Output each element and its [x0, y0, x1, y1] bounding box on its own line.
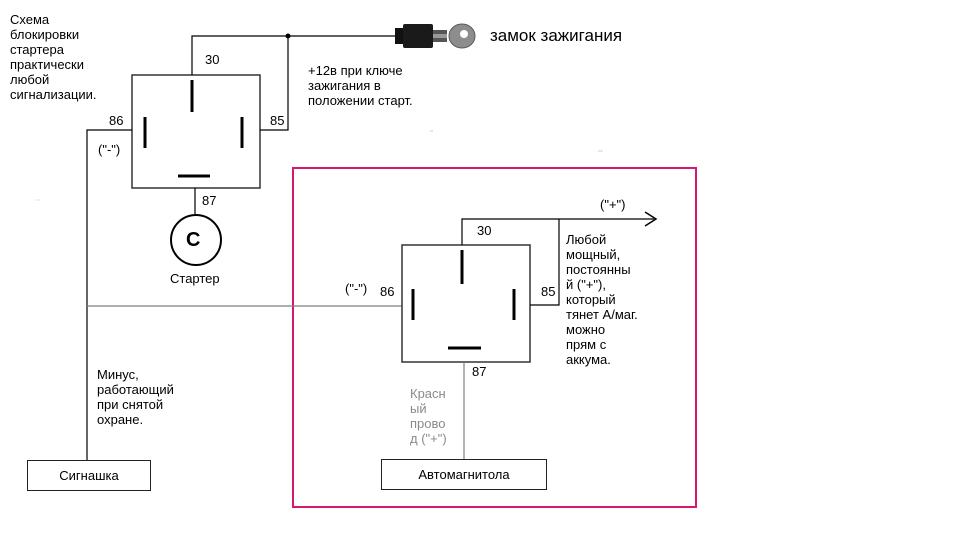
- wire-relay1-30-to-lock: [191, 35, 395, 75]
- relay1-pin30-label: 30: [205, 52, 220, 67]
- radio-box: Автомагнитола: [381, 459, 547, 490]
- plus12-note: +12в при ключе зажигания в положении ста…: [308, 63, 413, 108]
- arrow-right-icon: [644, 211, 658, 227]
- wire-86-to-alarm: [86, 129, 132, 462]
- ignition-key-icon: [395, 23, 476, 49]
- relay2-pin30-label: 30: [477, 223, 492, 238]
- relay2-minus-label: ("-"): [345, 281, 368, 296]
- wire-junction-to-85: [260, 36, 289, 131]
- relay1-pin87-label: 87: [202, 193, 217, 208]
- wire-relay2-30-to-plus: [461, 218, 654, 245]
- relay2-pin85-label: 85: [541, 284, 556, 299]
- wire-junction-dot: [285, 33, 291, 39]
- relay2-pin87-label: 87: [472, 364, 487, 379]
- red-wire-note: Красн ый прово д ("+"): [410, 386, 447, 446]
- relay2-plus-label: ("+"): [600, 197, 626, 212]
- starter-motor: [170, 214, 222, 266]
- relay2-body: [401, 244, 531, 363]
- relay2-pin86-label: 86: [380, 284, 395, 299]
- alarm-box: Сигнашка: [27, 460, 151, 491]
- minus-note: Минус, работающий при снятой охране.: [97, 367, 174, 427]
- radio-section-frame: [292, 167, 697, 508]
- relay1-minus-label: ("-"): [98, 142, 121, 157]
- relay1-pin85-label: 85: [270, 113, 285, 128]
- relay1-body: [131, 74, 261, 189]
- relay1-pin86-label: 86: [109, 113, 124, 128]
- wire-plus-to-85: [530, 219, 560, 306]
- power-note: Любой мощный, постоянны й ("+"), который…: [566, 232, 638, 367]
- starter-symbol: C: [186, 229, 201, 251]
- title-note: Схема блокировки стартера практически лю…: [10, 12, 97, 102]
- ignition-lock-label: замок зажигания: [490, 26, 623, 45]
- starter-label: Стартер: [170, 271, 220, 286]
